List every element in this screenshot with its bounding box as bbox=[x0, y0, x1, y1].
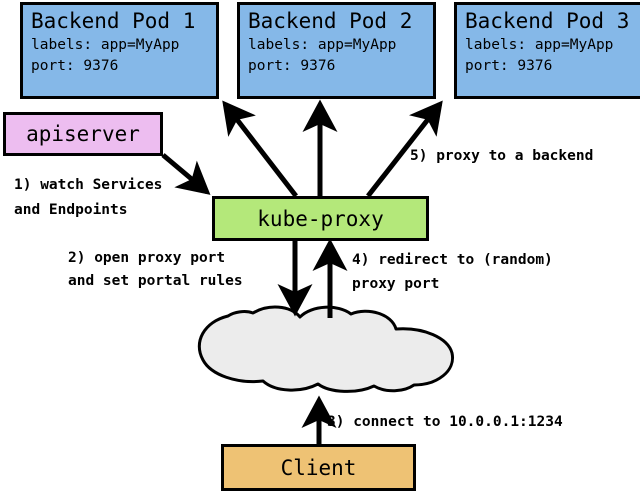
backend-pod-1-labels: labels: app=MyApp bbox=[31, 37, 180, 53]
step-4-line-2: proxy port bbox=[352, 276, 440, 292]
step-2-line-2: and set portal rules bbox=[68, 273, 243, 289]
apiserver-label: apiserver bbox=[26, 122, 140, 146]
step-1-line-1: 1) watch Services bbox=[14, 177, 163, 193]
backend-pod-2-port: port: 9376 bbox=[248, 58, 336, 74]
backend-pod-2-labels: labels: app=MyApp bbox=[248, 37, 397, 53]
backend-pod-1-title: Backend Pod 1 bbox=[31, 9, 196, 33]
backend-pod-3-title: Backend Pod 3 bbox=[465, 9, 630, 33]
kube-proxy-box: kube-proxy bbox=[212, 196, 429, 241]
backend-pod-3-box: Backend Pod 3 labels: app=MyApp port: 93… bbox=[454, 2, 640, 99]
kube-proxy-label: kube-proxy bbox=[257, 206, 384, 231]
step-2-line-1: 2) open proxy port bbox=[68, 250, 226, 266]
apiserver-box: apiserver bbox=[3, 112, 163, 156]
step-1-line-2: and Endpoints bbox=[14, 202, 128, 218]
step-3-label: 3) connect to 10.0.0.1:1234 bbox=[327, 414, 563, 430]
backend-pod-3-labels: labels: app=MyApp bbox=[465, 37, 614, 53]
iptables-label: iptables bbox=[290, 334, 360, 350]
step-5-label: 5) proxy to a backend bbox=[410, 148, 594, 164]
step-4-line-1: 4) redirect to (random) bbox=[352, 252, 553, 268]
backend-pod-1-box: Backend Pod 1 labels: app=MyApp port: 93… bbox=[20, 2, 219, 99]
client-label: Client bbox=[280, 455, 357, 480]
backend-pod-3-port: port: 9376 bbox=[465, 58, 553, 74]
arrow-kubeproxy-to-pod-1 bbox=[222, 100, 298, 198]
arrow-apiserver-to-kubeproxy bbox=[161, 153, 211, 195]
backend-pod-2-title: Backend Pod 2 bbox=[248, 9, 413, 33]
backend-pod-2-box: Backend Pod 2 labels: app=MyApp port: 93… bbox=[237, 2, 436, 99]
client-box: Client bbox=[221, 444, 416, 491]
backend-pod-1-port: port: 9376 bbox=[31, 58, 119, 74]
